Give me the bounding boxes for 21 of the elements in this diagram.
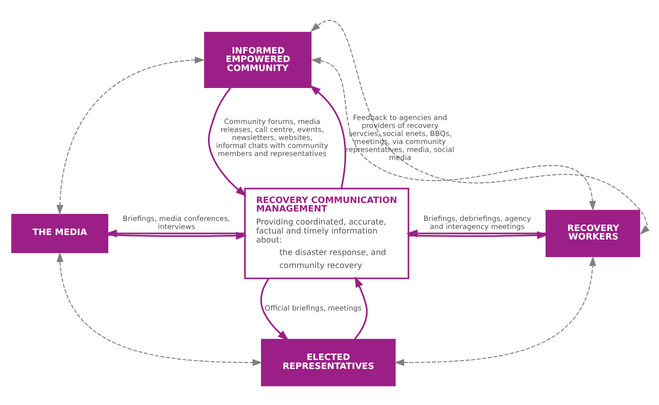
arrow	[310, 20, 650, 234]
arrow	[354, 276, 368, 340]
edge-label: Briefings, debriefings, agency and interagency meetings	[423, 213, 531, 230]
edge-label: Briefings, media conferences, interviews	[122, 213, 230, 230]
arrow	[394, 256, 596, 366]
arrow	[56, 252, 262, 366]
edge-label: Official briefings, meetings	[264, 303, 362, 312]
arrow	[260, 278, 289, 340]
node-box: THE MEDIA	[11, 213, 108, 253]
arrow	[310, 56, 596, 210]
arrow	[56, 56, 205, 214]
arrow	[106, 229, 245, 237]
node-box: RECOVERY WORKERS	[546, 209, 640, 257]
node-box: INFORMED EMPOWERED COMMUNITY	[204, 31, 312, 88]
edge-label: Community forums, media releases, call centre, events, newsletters, websites, informal chats with community members and representatives	[216, 116, 328, 158]
arrow	[309, 84, 346, 188]
arrow	[208, 86, 247, 196]
node-box: RECOVERY COMMUNICATION MANAGEMENT Providing coordinated, accurate, factual and timely information about: the disaster response, and community recovery	[244, 187, 410, 279]
node-box: ELECTED REPRESENTATIVES	[260, 338, 396, 386]
edge-label: Feedback to agencies and providers of recovery servcies, social enets, BBQs, meetings, via community representatives, media, social media	[346, 112, 454, 162]
arrow	[406, 229, 546, 237]
